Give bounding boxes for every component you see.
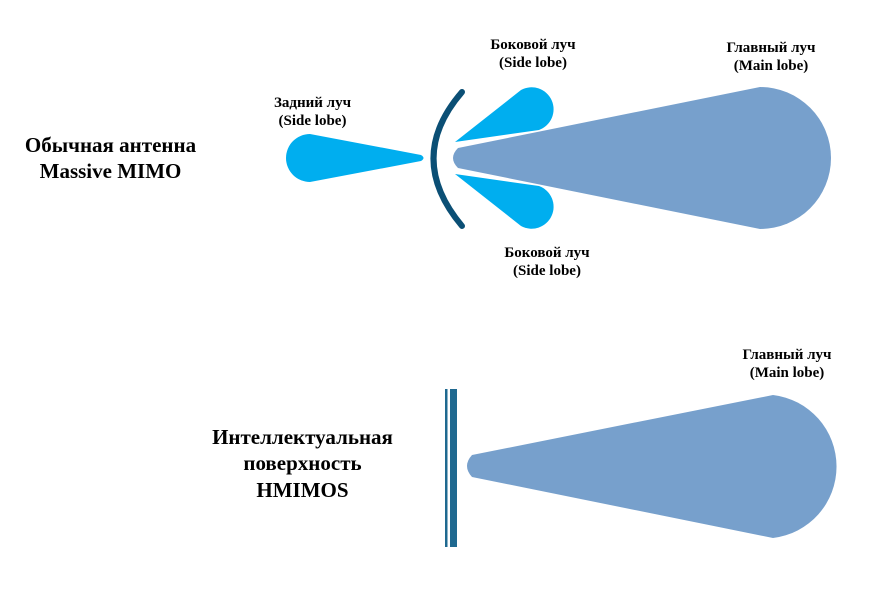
- label-line: Главный луч: [726, 40, 816, 56]
- label-line: (Side lobe): [278, 113, 347, 129]
- back-lobe-label: Задний луч (Side lobe): [250, 94, 375, 130]
- surface-thin-bar: [445, 389, 448, 547]
- bottom-title-line3: HMIMOS: [256, 477, 349, 502]
- back-lobe: [286, 134, 424, 182]
- top-title: Обычная антенна Massive MIMO: [8, 132, 213, 185]
- bottom-title: Интеллектуальная поверхность HMIMOS: [190, 424, 415, 503]
- label-line: (Main lobe): [749, 365, 825, 381]
- surface-thick-bar: [450, 389, 457, 547]
- main-lobe-bottom: [467, 395, 837, 538]
- side-lobe-lower-label: Боковой луч (Side lobe): [482, 244, 612, 280]
- main-lobe-bottom-label: Главный луч (Main lobe): [722, 346, 852, 382]
- label-line: Боковой луч: [490, 37, 576, 53]
- side-lobe-upper: [455, 87, 554, 142]
- label-line: Главный луч: [742, 347, 832, 363]
- bottom-title-line2: поверхность: [243, 451, 362, 476]
- top-title-line2: Massive MIMO: [39, 159, 182, 184]
- label-line: Задний луч: [273, 95, 352, 111]
- main-lobe-top: [453, 87, 831, 229]
- reflector-arc: [430, 89, 465, 229]
- top-title-line1: Обычная антенна: [24, 133, 197, 157]
- label-line: (Main lobe): [733, 58, 809, 74]
- side-lobe-lower: [455, 174, 554, 229]
- label-line: (Side lobe): [499, 55, 567, 71]
- bottom-title-line1: Интеллектуальная: [212, 425, 393, 449]
- main-lobe-top-label: Главный луч (Main lobe): [706, 39, 836, 75]
- side-lobe-upper-label: Боковой луч (Side lobe): [468, 36, 598, 72]
- label-line: Боковой луч: [504, 245, 590, 261]
- label-line: (Side lobe): [513, 263, 581, 279]
